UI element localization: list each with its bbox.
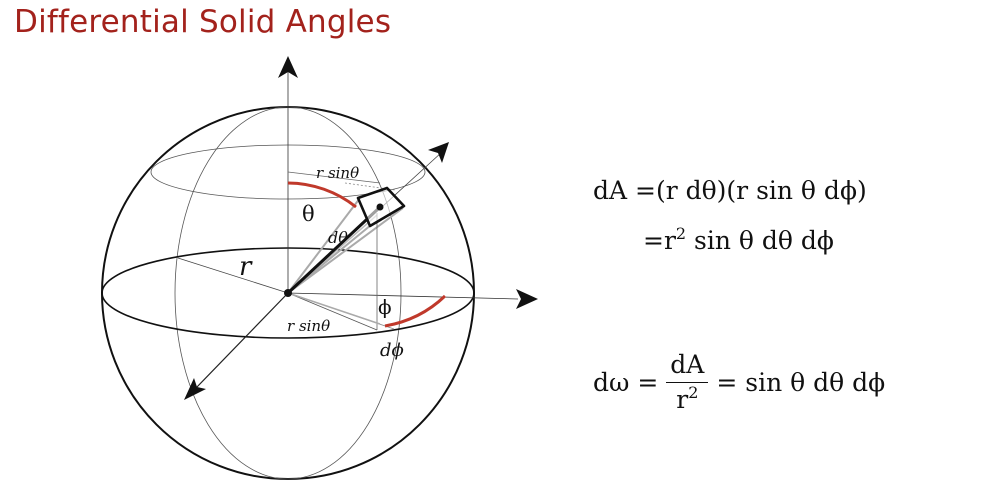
- equation-dA-rhs1: (r dθ)(r sin θ dϕ): [655, 176, 867, 205]
- patch-center-dot: [376, 203, 384, 211]
- latitude-dotted-line: [344, 182, 396, 191]
- latitude-radius-line: [287, 171, 381, 184]
- equation-dA-line2-exponent: 2: [675, 224, 687, 243]
- radius-vector: [286, 205, 382, 295]
- label-r-sin-theta-top: r sinθ: [316, 164, 359, 182]
- equation-dA-line2: =r2 sin θ dθ dϕ: [643, 224, 834, 256]
- x-axis-arrowhead: [516, 289, 538, 309]
- origin-dot: [284, 289, 292, 297]
- fraction-denominator: r2: [676, 383, 699, 415]
- base-projection-line-3: [287, 292, 381, 325]
- x-axis: [287, 292, 519, 300]
- label-theta: θ: [302, 202, 315, 226]
- equation-domega-rhs: = sin θ dθ dϕ: [716, 367, 886, 397]
- equation-dA-line2-prefix: =r: [643, 226, 676, 255]
- equation-domega-lhs: dω =: [593, 367, 659, 397]
- cone-line-1: [287, 197, 361, 294]
- label-r: r: [239, 252, 253, 282]
- theta-arc: [287, 181, 357, 209]
- equation-dA-lhs: dA =: [593, 176, 656, 205]
- equation-domega-fraction: dA r2: [666, 350, 709, 415]
- z-axis-arrowhead: [278, 56, 298, 78]
- label-dtheta: dθ: [328, 228, 348, 247]
- label-dphi: dϕ: [380, 340, 404, 361]
- equation-domega: dω = dA r2 = sin θ dθ dϕ: [593, 350, 885, 414]
- radial-arrowhead: [428, 142, 449, 163]
- equation-dA-line1: dA =(r dθ)(r sin θ dϕ): [593, 176, 867, 205]
- slide-title: Differential Solid Angles: [14, 4, 392, 40]
- label-phi: ϕ: [378, 295, 392, 319]
- fraction-denominator-exponent: 2: [688, 383, 699, 402]
- fraction-denominator-base: r: [676, 385, 689, 414]
- radius-line-left: [177, 257, 289, 294]
- equation-dA-line2-rest: sin θ dθ dϕ: [686, 226, 834, 255]
- base-projection-line-1: [287, 292, 378, 331]
- cone-line-2: [287, 207, 404, 294]
- y-axis-arrowhead: [184, 378, 206, 400]
- phi-arc: [384, 294, 447, 328]
- fraction-numerator: dA: [666, 350, 709, 383]
- label-r-sin-theta-bottom: r sinθ: [287, 317, 330, 335]
- y-axis: [195, 292, 289, 389]
